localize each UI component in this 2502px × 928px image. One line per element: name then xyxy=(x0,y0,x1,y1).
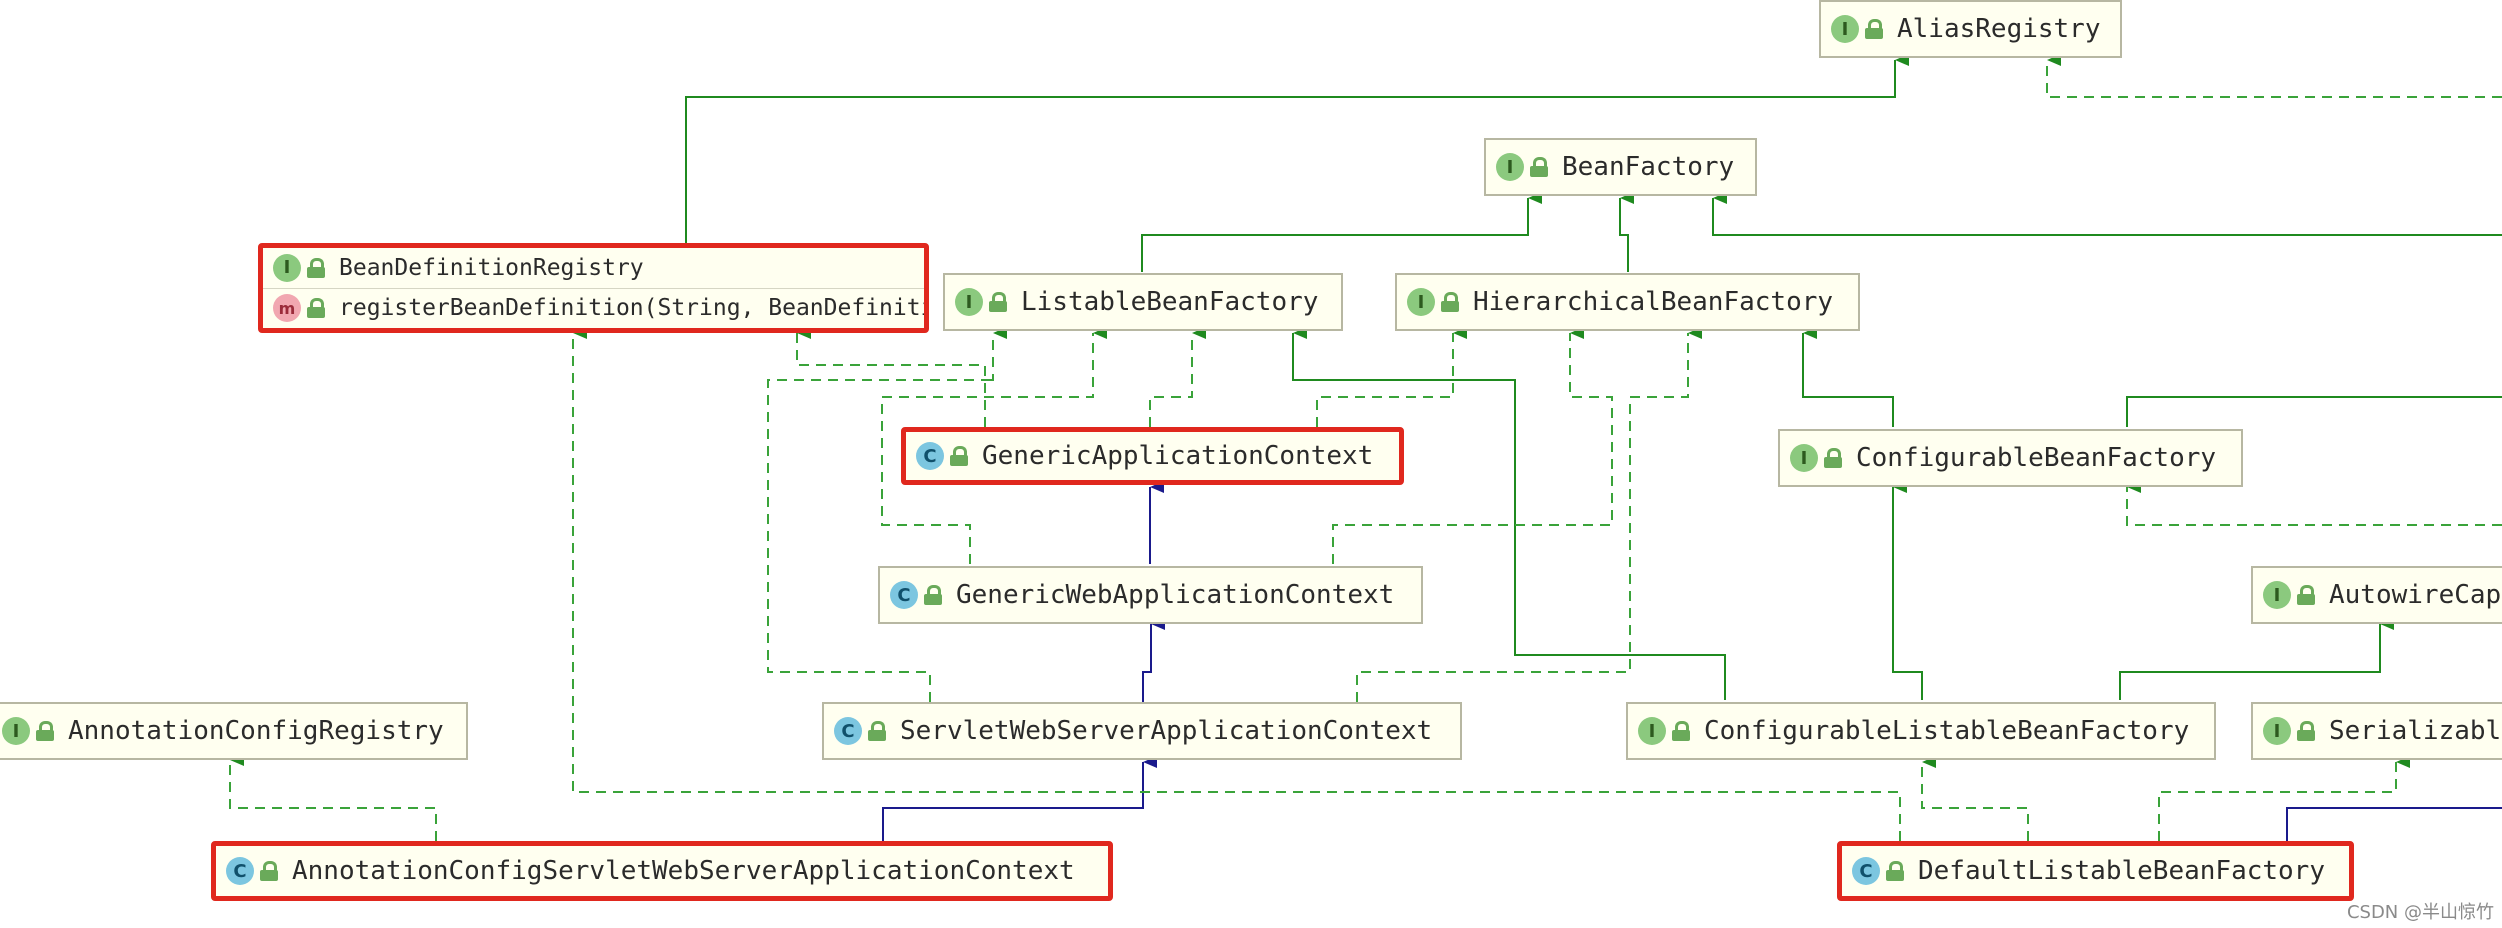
interface-icon: I xyxy=(1790,444,1818,472)
edge-swsac-to-gwac xyxy=(1142,618,1165,702)
interface-icon: I xyxy=(1407,288,1435,316)
interface-icon: I xyxy=(2263,581,2291,609)
interface-icon: I xyxy=(2263,717,2291,745)
edge-dlbf-to-clbf xyxy=(1921,756,2029,841)
public-lock-icon xyxy=(924,585,942,605)
edge-cbf-dashed-right xyxy=(2126,481,2502,526)
serializable-node[interactable]: I Serializabl xyxy=(2251,702,2502,760)
node-label: AutowireCap xyxy=(2329,580,2502,610)
public-lock-icon xyxy=(1530,157,1548,177)
public-lock-icon xyxy=(260,861,278,881)
edge-dlbf-to-serializable xyxy=(2158,756,2410,841)
bean-definition-registry-node[interactable]: I BeanDefinitionRegistry m registerBeanD… xyxy=(258,243,929,333)
edge-right-from-cbf xyxy=(2126,396,2502,427)
interface-icon: I xyxy=(955,288,983,316)
public-lock-icon xyxy=(2297,585,2315,605)
edge-dlbf-to-right xyxy=(2286,807,2502,841)
listable-bean-factory-node[interactable]: I ListableBeanFactory xyxy=(943,273,1343,331)
node-label: BeanDefinitionRegistry xyxy=(339,254,644,281)
edge-gwac-to-lbf-mid xyxy=(1149,327,1206,427)
edge-swsac-to-lbf xyxy=(767,379,993,702)
generic-application-context-node[interactable]: C GenericApplicationContext xyxy=(901,427,1404,485)
annotation-config-registry-node[interactable]: I AnnotationConfigRegistry xyxy=(0,702,468,760)
public-lock-icon xyxy=(868,721,886,741)
edge-hbf-to-beanfactory xyxy=(1619,192,1634,272)
interface-icon: I xyxy=(1496,153,1524,181)
node-label: BeanFactory xyxy=(1562,152,1735,182)
class-icon: C xyxy=(226,857,254,885)
method-signature: registerBeanDefinition(String, BeanDefin… xyxy=(339,295,929,322)
edge-cbf-to-hbf xyxy=(1802,327,1894,427)
node-label: AnnotationConfigRegistry xyxy=(68,716,444,746)
class-icon: C xyxy=(890,581,918,609)
node-label: DefaultListableBeanFactory xyxy=(1918,856,2325,886)
public-lock-icon xyxy=(1886,861,1904,881)
public-lock-icon xyxy=(1865,19,1883,39)
public-lock-icon xyxy=(307,257,325,278)
node-label: AnnotationConfigServletWebServerApplicat… xyxy=(292,856,1075,886)
configurable-listable-bean-factory-node[interactable]: I ConfigurableListableBeanFactory xyxy=(1626,702,2216,760)
method-icon: m xyxy=(273,294,301,323)
interface-icon: I xyxy=(1831,15,1859,43)
edge-dlbf-to-bdr xyxy=(572,327,1901,841)
interface-icon: I xyxy=(273,253,301,282)
public-lock-icon xyxy=(2297,721,2315,741)
node-label: ConfigurableListableBeanFactory xyxy=(1704,716,2190,746)
public-lock-icon xyxy=(36,721,54,741)
node-label: GenericApplicationContext xyxy=(982,441,1374,471)
node-label: ServletWebServerApplicationContext xyxy=(900,716,1433,746)
generic-web-application-context-node[interactable]: C GenericWebApplicationContext xyxy=(878,566,1423,624)
public-lock-icon xyxy=(1824,448,1842,468)
edge-gwac-to-hbf xyxy=(1332,327,1613,564)
class-icon: C xyxy=(834,717,862,745)
edge-alias-dashed-right xyxy=(2046,54,2502,98)
public-lock-icon xyxy=(1441,292,1459,312)
autowire-capable-node[interactable]: I AutowireCap xyxy=(2251,566,2502,624)
edge-gac-to-bdr xyxy=(796,327,986,427)
class-icon: C xyxy=(916,442,944,470)
edge-lbf-to-beanfactory xyxy=(1141,192,1542,272)
node-label: Serializabl xyxy=(2329,716,2502,746)
edge-clbf-to-cbf xyxy=(1892,481,1923,700)
node-label: GenericWebApplicationContext xyxy=(956,580,1395,610)
servlet-web-server-application-context-node[interactable]: C ServletWebServerApplicationContext xyxy=(822,702,1462,760)
edge-gwac-to-lbf-left xyxy=(881,327,1107,564)
node-method-row[interactable]: m registerBeanDefinition(String, BeanDef… xyxy=(263,287,924,329)
public-lock-icon xyxy=(1672,721,1690,741)
node-label: ConfigurableBeanFactory xyxy=(1856,443,2217,473)
edge-clbf-to-lbf xyxy=(1292,327,1726,700)
hierarchical-bean-factory-node[interactable]: I HierarchicalBeanFactory xyxy=(1395,273,1860,331)
node-label: AliasRegistry xyxy=(1897,14,2101,44)
public-lock-icon xyxy=(307,298,325,319)
node-label: HierarchicalBeanFactory xyxy=(1473,287,1834,317)
node-header-row: I BeanDefinitionRegistry xyxy=(263,248,924,288)
alias-registry-node[interactable]: I AliasRegistry xyxy=(1819,0,2122,58)
edge-acswsac-to-acr xyxy=(229,754,437,841)
edge-right-to-beanfactory xyxy=(1712,192,2502,236)
interface-icon: I xyxy=(1638,717,1666,745)
configurable-bean-factory-node[interactable]: I ConfigurableBeanFactory xyxy=(1778,429,2243,487)
annotation-config-servlet-web-server-application-context-node[interactable]: C AnnotationConfigServletWebServerApplic… xyxy=(211,841,1113,901)
edge-bdr-to-alias xyxy=(685,54,1909,243)
class-icon: C xyxy=(1852,857,1880,885)
edge-clbf-to-autowire xyxy=(2119,618,2394,700)
watermark: CSDN @半山惊竹 xyxy=(2346,902,2494,923)
edge-acswsac-to-swsac xyxy=(882,756,1157,841)
node-label: ListableBeanFactory xyxy=(1021,287,1319,317)
edge-swsac-to-hbf xyxy=(1356,327,1702,702)
interface-icon: I xyxy=(2,717,30,745)
public-lock-icon xyxy=(989,292,1007,312)
default-listable-bean-factory-node[interactable]: C DefaultListableBeanFactory xyxy=(1837,841,2354,901)
public-lock-icon xyxy=(950,446,968,466)
bean-factory-node[interactable]: I BeanFactory xyxy=(1484,138,1757,196)
